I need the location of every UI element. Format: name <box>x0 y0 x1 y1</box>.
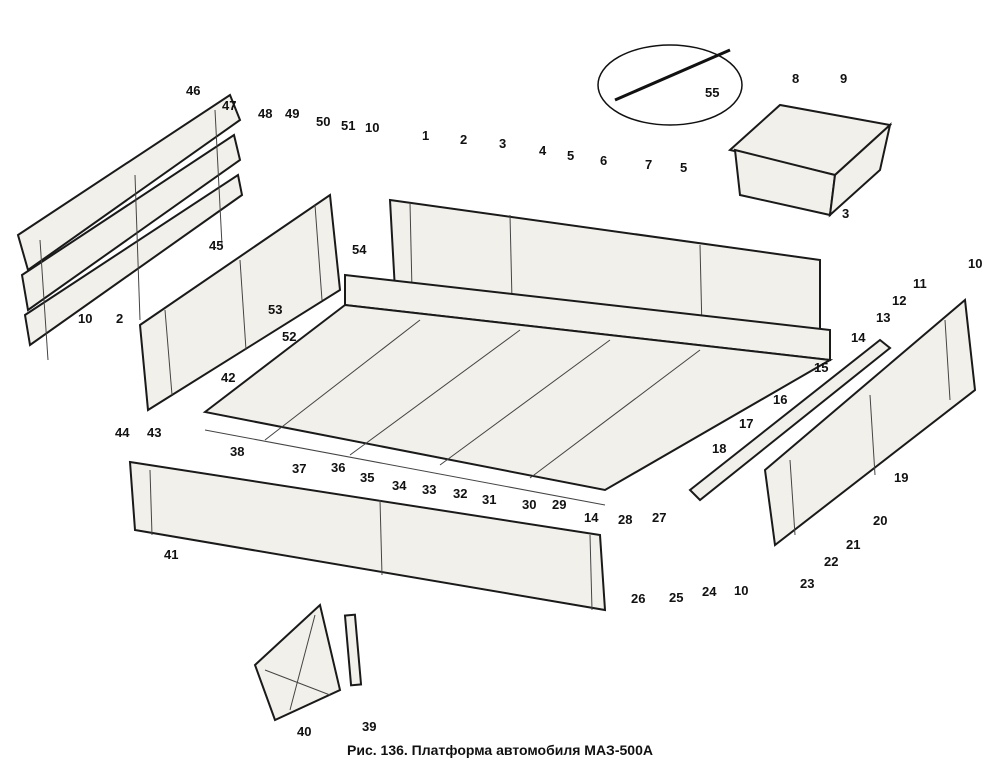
part-label-14: 14 <box>584 510 599 525</box>
part-label-54: 54 <box>352 242 367 257</box>
part-label-10: 10 <box>365 120 379 135</box>
part-label-51: 51 <box>341 118 355 133</box>
part-label-10: 10 <box>734 583 748 598</box>
part-label-12: 12 <box>892 293 906 308</box>
part-label-55: 55 <box>705 85 719 100</box>
part-label-47: 47 <box>222 98 236 113</box>
part-label-36: 36 <box>331 460 345 475</box>
part-label-14: 14 <box>851 330 866 345</box>
corner-plate <box>253 603 363 722</box>
part-label-25: 25 <box>669 590 683 605</box>
part-label-43: 43 <box>147 425 161 440</box>
part-label-38: 38 <box>230 444 244 459</box>
part-label-20: 20 <box>873 513 887 528</box>
part-label-1: 1 <box>422 128 429 143</box>
part-label-48: 48 <box>258 106 272 121</box>
part-label-30: 30 <box>522 497 536 512</box>
part-label-10: 10 <box>78 311 92 326</box>
part-label-53: 53 <box>268 302 282 317</box>
part-label-27: 27 <box>652 510 666 525</box>
part-label-46: 46 <box>186 83 200 98</box>
tensioner-detail <box>597 44 743 126</box>
part-label-24: 24 <box>702 584 717 599</box>
part-label-32: 32 <box>453 486 467 501</box>
part-label-45: 45 <box>209 238 223 253</box>
part-label-39: 39 <box>362 719 376 734</box>
part-label-50: 50 <box>316 114 330 129</box>
part-label-5: 5 <box>680 160 687 175</box>
part-label-29: 29 <box>552 497 566 512</box>
part-label-28: 28 <box>618 512 632 527</box>
platform-floor <box>202 273 834 506</box>
part-label-21: 21 <box>846 537 860 552</box>
part-label-7: 7 <box>645 157 652 172</box>
toolbox <box>727 103 893 218</box>
part-label-42: 42 <box>221 370 235 385</box>
part-label-52: 52 <box>282 329 296 344</box>
right-side-board <box>763 298 977 547</box>
part-label-19: 19 <box>894 470 908 485</box>
part-label-6: 6 <box>600 153 607 168</box>
part-label-17: 17 <box>739 416 753 431</box>
part-label-31: 31 <box>482 492 496 507</box>
part-label-9: 9 <box>840 71 847 86</box>
part-label-40: 40 <box>297 724 311 739</box>
part-label-26: 26 <box>631 591 645 606</box>
part-label-10: 10 <box>968 256 982 271</box>
part-label-22: 22 <box>824 554 838 569</box>
part-label-11: 11 <box>913 276 927 291</box>
part-label-4: 4 <box>539 143 547 158</box>
part-label-3: 3 <box>842 206 849 221</box>
part-label-16: 16 <box>773 392 787 407</box>
part-label-34: 34 <box>392 478 407 493</box>
part-label-35: 35 <box>360 470 374 485</box>
part-label-37: 37 <box>292 461 306 476</box>
part-label-44: 44 <box>115 425 130 440</box>
side-rail <box>688 338 892 502</box>
part-label-2: 2 <box>116 311 123 326</box>
part-label-41: 41 <box>164 547 178 562</box>
part-label-23: 23 <box>800 576 814 591</box>
rear-board <box>128 460 607 612</box>
part-label-15: 15 <box>814 360 828 375</box>
part-label-5: 5 <box>567 148 574 163</box>
figure-caption: Рис. 136. Платформа автомобиля МАЗ-500А <box>347 742 653 758</box>
left-side-board <box>138 193 342 412</box>
part-label-33: 33 <box>422 482 436 497</box>
part-label-13: 13 <box>876 310 890 325</box>
part-label-49: 49 <box>285 106 299 121</box>
part-label-3: 3 <box>499 136 506 151</box>
part-label-8: 8 <box>792 71 799 86</box>
part-label-18: 18 <box>712 441 726 456</box>
part-label-2: 2 <box>460 132 467 147</box>
front-rack-panel <box>16 93 244 361</box>
